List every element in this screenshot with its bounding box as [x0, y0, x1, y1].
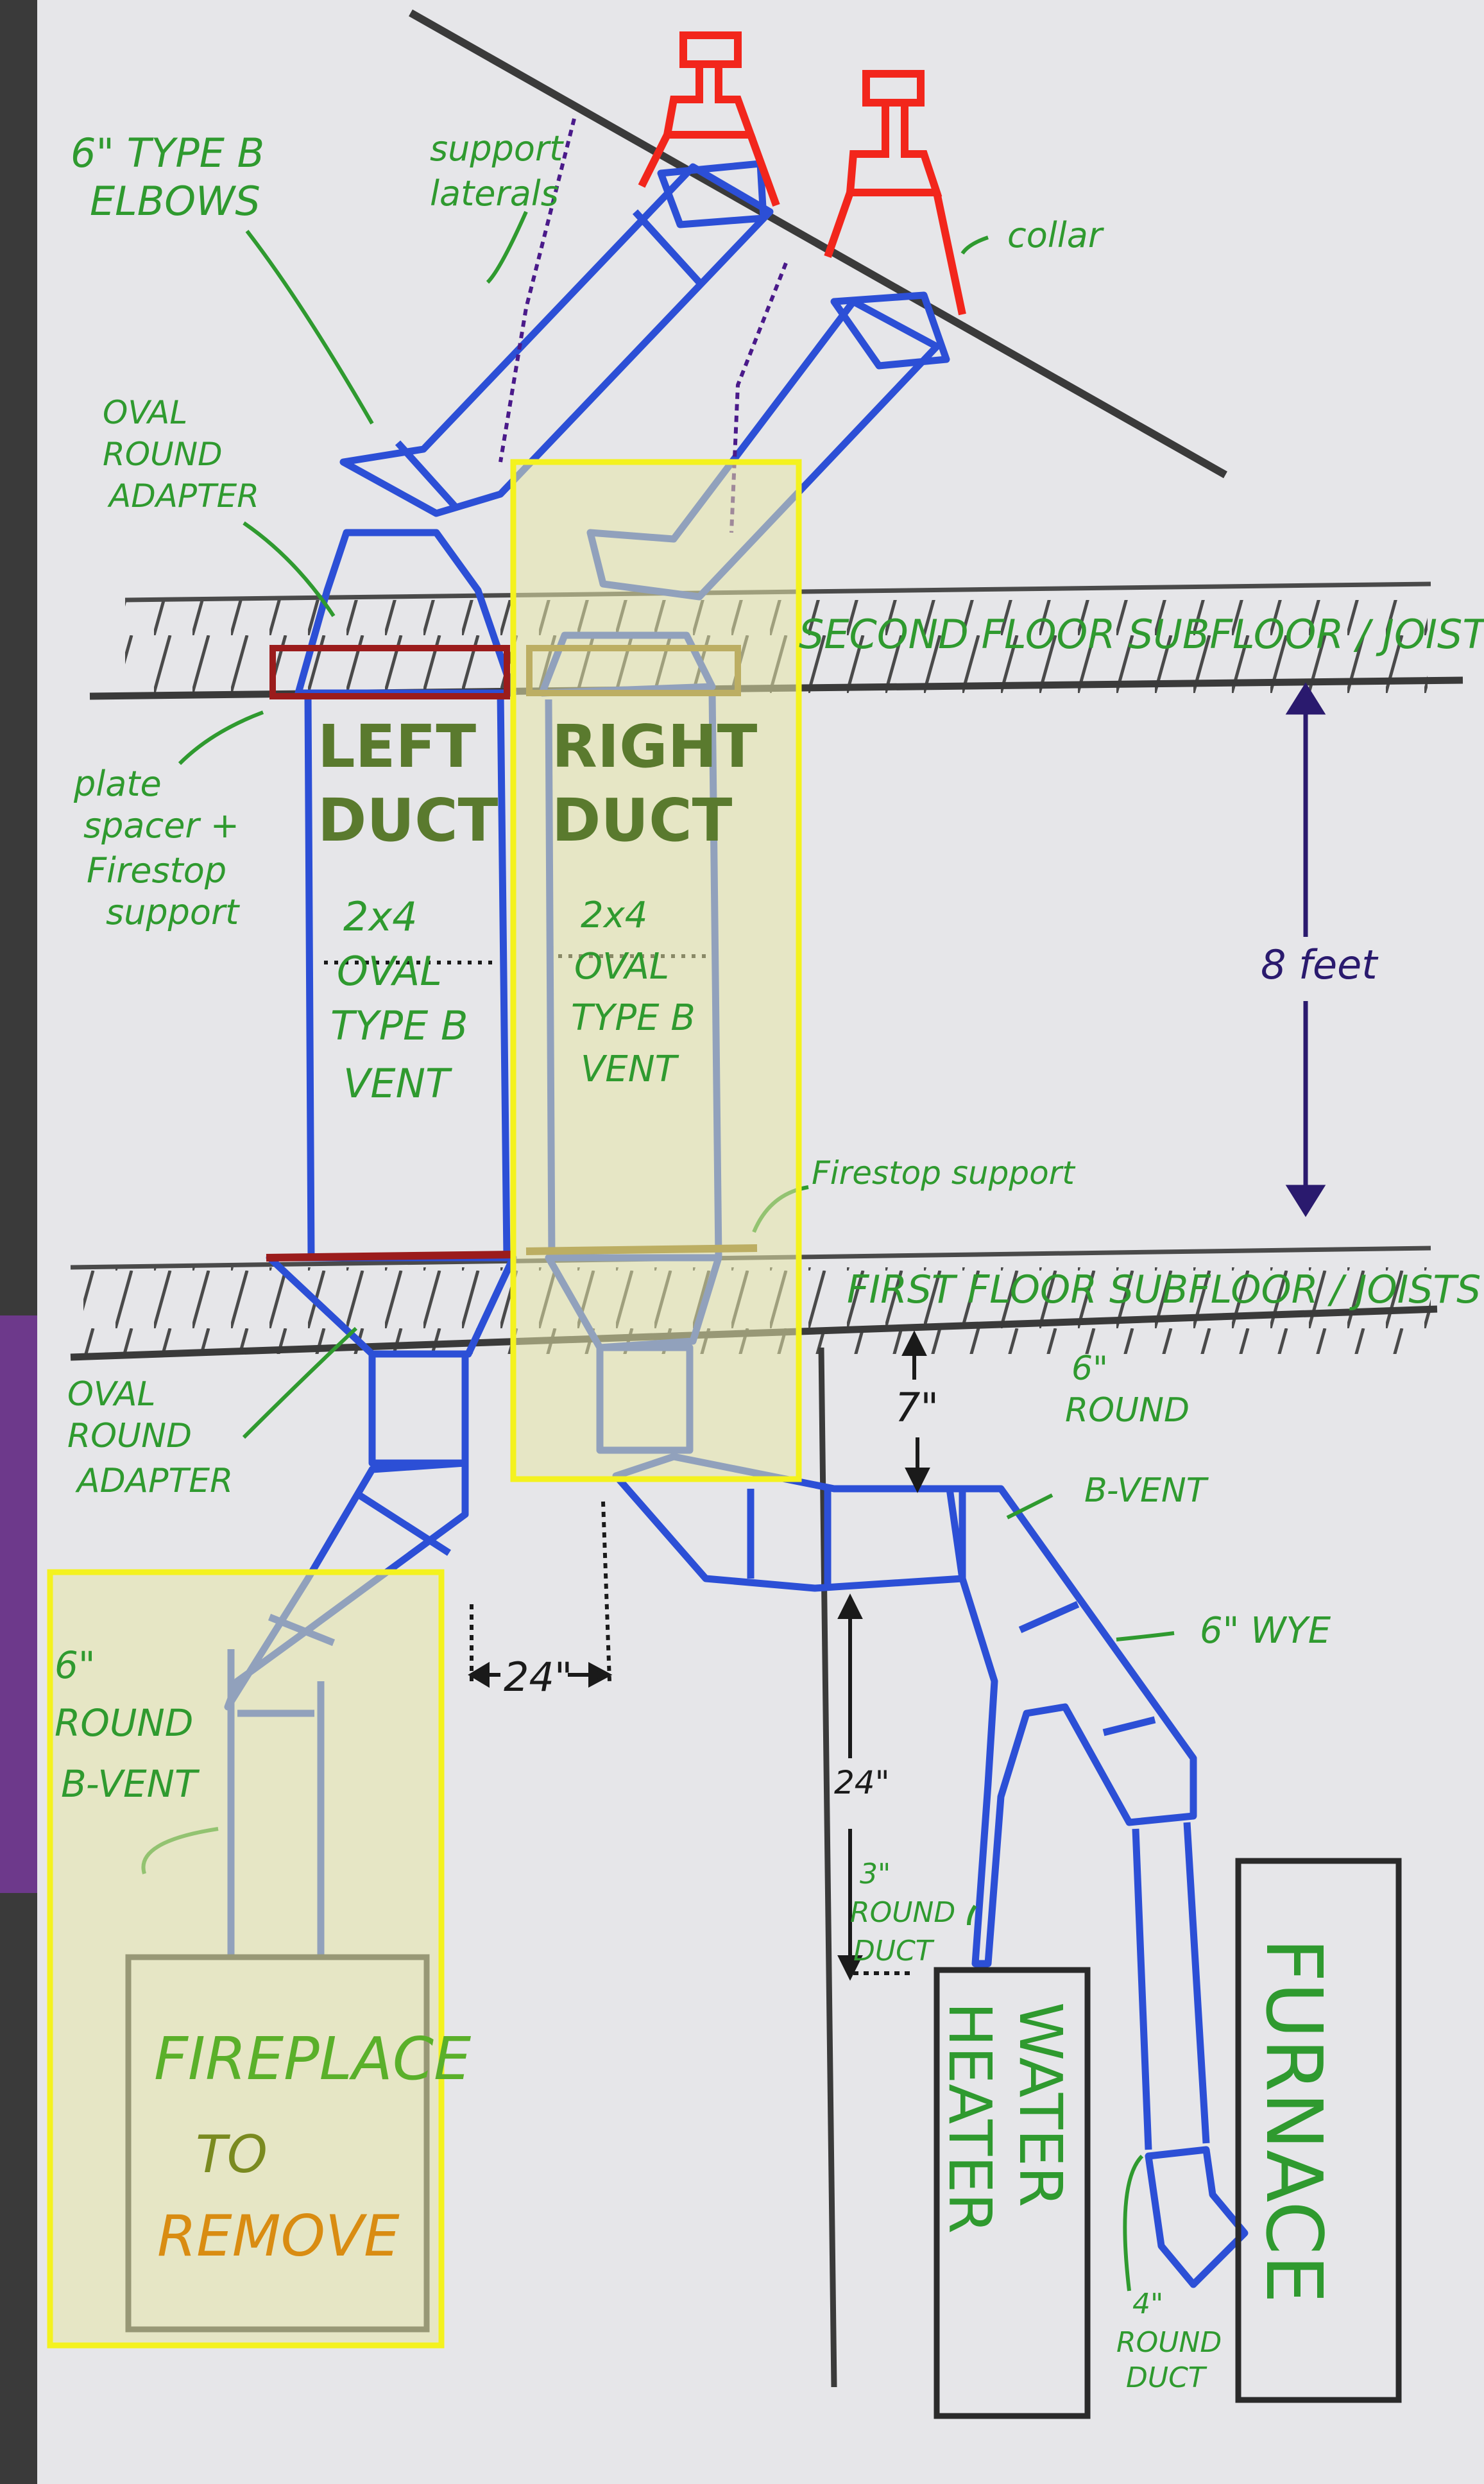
left-cap [638, 31, 780, 207]
support-lateral-right [729, 262, 788, 533]
eight-feet-label: 8 feet [1261, 941, 1379, 988]
right-cap [824, 70, 966, 316]
twenty-four-vert-label: 24" [834, 1764, 890, 1801]
roof-line [409, 9, 1227, 479]
basement-wall [818, 1347, 837, 2388]
leader-lines [141, 210, 1175, 2291]
twenty-four-vert-dimension [837, 1593, 911, 1981]
board-frame-purple [0, 1315, 37, 1893]
svg-text:WATERHEATER: WATERHEATER [935, 2002, 1075, 2234]
second-floor-label: SECOND FLOOR SUBFLOOR / JOISTS [799, 611, 1484, 658]
eight-foot-dimension [1285, 682, 1326, 1217]
right-duct-highlight [510, 459, 802, 1482]
first-floor-label: FIRST FLOOR SUBFLOOR / JOISTS [847, 1267, 1481, 1312]
six-wye-label: 6" WYE [1200, 1610, 1331, 1652]
seven-inch-label: 7" [895, 1384, 939, 1431]
remove-label: REMOVE [157, 2203, 400, 2269]
collar-label: collar [1007, 215, 1104, 255]
left-plate-spacer [269, 645, 510, 699]
water-heater-label: WATERHEATER [935, 2002, 1075, 2234]
elbows-label: 6" TYPE B ELBOWS [71, 130, 277, 225]
fireplace-label: FIREPLACE [154, 2025, 471, 2093]
to-label: TO [196, 2125, 268, 2184]
board-frame-left [0, 0, 37, 2484]
furnace-label: FURNACE [1249, 1938, 1338, 2304]
left-firestop [266, 1251, 514, 1262]
twenty-four-horiz-dimension [468, 1501, 613, 1688]
twenty-four-horiz-label: 24" [504, 1654, 572, 1700]
firestop-support-label: Firestop support [812, 1154, 1076, 1192]
seven-inch-dimension [901, 1330, 930, 1493]
furnace-box [1235, 1858, 1402, 2403]
water-heater-box [934, 1967, 1091, 2419]
fireplace-highlight [47, 1569, 445, 2349]
